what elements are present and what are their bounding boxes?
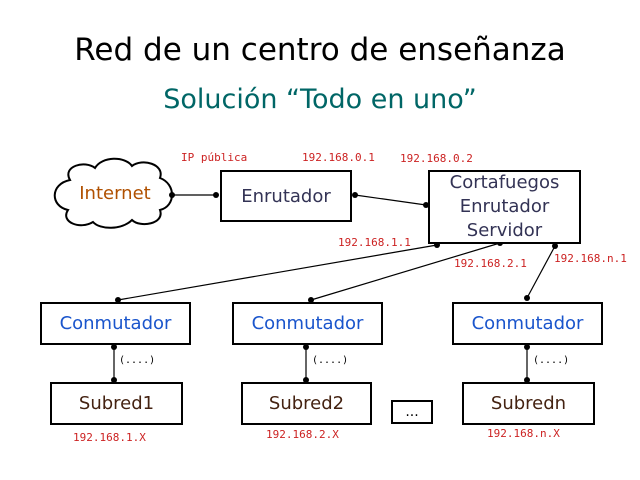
lann-ip-label: 192.168.n.1 — [554, 252, 627, 265]
subnet-label: Subred2 — [268, 393, 345, 414]
ellipsis-label: ... — [405, 404, 419, 420]
lan2-ip-label: 192.168.2.1 — [454, 257, 527, 270]
public-ip-label: IP pública — [181, 151, 248, 164]
router-ip-label: 192.168.0.1 — [302, 151, 375, 164]
diagram-title: Red de un centro de enseñanza — [74, 32, 566, 68]
link-firewall-switch1 — [117, 244, 438, 301]
link-ellipsis-2: (....) — [312, 355, 349, 366]
firewall-node: Cortafuegos Enrutador Servidor — [428, 170, 581, 244]
internet-node: Internet — [79, 183, 151, 204]
firewall-server-label: Servidor — [466, 220, 543, 241]
subnet2-range-label: 192.168.2.X — [266, 428, 339, 441]
firewall-wan-ip-label: 192.168.0.2 — [400, 152, 473, 165]
firewall-label: Cortafuegos — [449, 172, 560, 193]
internet-cloud-shape — [53, 157, 173, 229]
switch-1: Conmutador — [40, 302, 191, 345]
link-ellipsis-n: (....) — [533, 355, 570, 366]
subnet1-range-label: 192.168.1.X — [73, 431, 146, 444]
subnetn-range-label: 192.168.n.X — [487, 427, 560, 440]
link-router-firewall — [354, 194, 427, 206]
firewall-router-label: Enrutador — [459, 196, 550, 217]
more-subnets-box: ... — [391, 400, 433, 424]
switch-label: Conmutador — [471, 313, 584, 334]
link-ellipsis-1: (....) — [119, 355, 156, 366]
router-label: Enrutador — [241, 185, 331, 207]
connector-dots — [111, 192, 558, 383]
switch-n: Conmutador — [452, 302, 603, 345]
link-firewall-switchn — [526, 245, 556, 299]
subnet-2: Subred2 — [241, 382, 372, 425]
subnet-label: Subred1 — [78, 393, 155, 414]
router-node: Enrutador — [220, 170, 352, 222]
switch-2: Conmutador — [232, 302, 383, 345]
switch-label: Conmutador — [59, 313, 172, 334]
switch-label: Conmutador — [251, 313, 364, 334]
subnet-n: Subredn — [462, 382, 595, 425]
subnet-label: Subredn — [490, 393, 567, 414]
lan1-ip-label: 192.168.1.1 — [338, 236, 411, 249]
link-firewall-switch2 — [310, 242, 501, 301]
diagram-subtitle: Solución “Todo en uno” — [163, 84, 477, 115]
subnet-1: Subred1 — [50, 382, 183, 425]
